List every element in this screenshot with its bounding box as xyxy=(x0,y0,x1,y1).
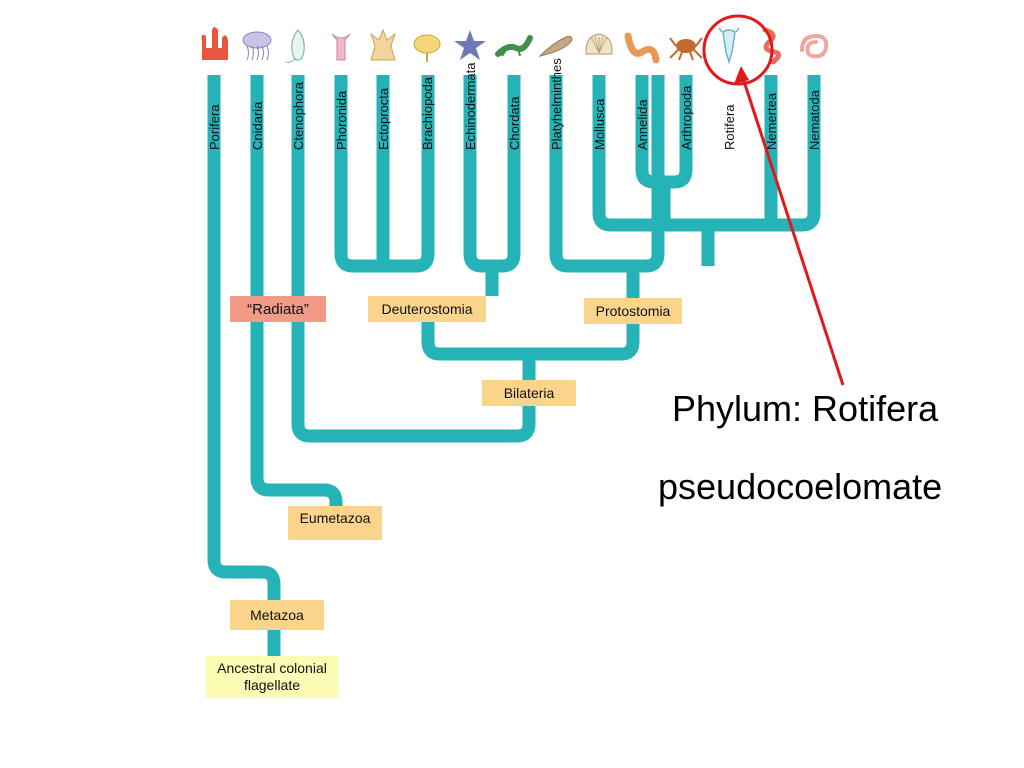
clam-icon xyxy=(585,33,613,55)
highlight-circle xyxy=(702,14,774,86)
clade-deuterostomia: Deuterostomia xyxy=(368,296,486,322)
phylum-labels: Porifera Cnidaria Ctenophora Phoronida Ectop… xyxy=(207,58,822,150)
phylum-label-nematoda: Nematoda xyxy=(807,89,822,150)
bryozoan-icon xyxy=(370,28,396,61)
annotation-pseudocoelomate: pseudocoelomate xyxy=(658,466,943,507)
clade-eumetazoa: Eumetazoa xyxy=(288,506,382,540)
phylum-label-cnidaria: Cnidaria xyxy=(250,101,265,150)
tree-branch xyxy=(250,75,343,509)
roundworm-icon xyxy=(800,33,829,59)
clade-bilateria: Bilateria xyxy=(482,380,576,406)
ribbon-worm-icon xyxy=(762,27,781,65)
clade-radiata: “Radiata” xyxy=(230,296,326,322)
jellyfish-icon xyxy=(242,31,272,61)
phylum-label-ectoprocta: Ectoprocta xyxy=(376,87,391,150)
tree-branch xyxy=(549,75,665,273)
tree-branch xyxy=(207,75,281,600)
phylum-label-nemertea: Nemertea xyxy=(764,92,779,150)
pointer-arrowhead xyxy=(734,66,749,84)
sponge-icon xyxy=(201,27,228,60)
clade-ancestral-colonial-flagellate: Ancestral colonial flagellate xyxy=(206,656,338,698)
comb-jelly-icon xyxy=(285,29,305,63)
phylum-label-platyhelminthes: Platyhelminthes xyxy=(549,58,564,150)
annotation-phylum-rotifera: Phylum: Rotifera xyxy=(672,388,939,429)
crab-icon xyxy=(669,37,703,61)
salamander-icon xyxy=(495,35,533,57)
phylum-label-echinodermata: Echinodermata xyxy=(463,62,478,150)
phoronid-icon xyxy=(331,33,351,61)
phylum-label-annelida: Annelida xyxy=(635,99,650,150)
phylum-label-phoronida: Phoronida xyxy=(334,90,349,150)
phylum-label-mollusca: Mollusca xyxy=(592,98,607,150)
lamp-shell-icon xyxy=(413,34,441,62)
rotifer-icon xyxy=(718,27,740,65)
phylum-label-chordata: Chordata xyxy=(507,96,522,150)
clade-metazoa: Metazoa xyxy=(230,600,324,630)
tree-branch xyxy=(592,75,821,232)
tree-branch xyxy=(421,322,640,361)
phylum-label-brachiopoda: Brachiopoda xyxy=(420,76,435,150)
phylum-label-rotifera: Rotifera xyxy=(722,104,737,150)
pointer-arrow-line xyxy=(739,71,845,386)
tree-branch xyxy=(291,75,536,443)
phylum-label-arthropoda: Arthropoda xyxy=(679,85,694,150)
phylum-label-porifera: Porifera xyxy=(207,104,222,150)
clade-protostomia: Protostomia xyxy=(584,298,682,324)
annotation-marker xyxy=(702,14,845,386)
sea-star-icon xyxy=(454,30,486,60)
phylum-label-ctenophora: Ctenophora xyxy=(291,81,306,150)
tree-branches xyxy=(207,75,821,656)
flatworm-icon xyxy=(538,35,573,57)
earthworm-icon xyxy=(624,32,660,64)
organism-icons xyxy=(201,27,829,65)
